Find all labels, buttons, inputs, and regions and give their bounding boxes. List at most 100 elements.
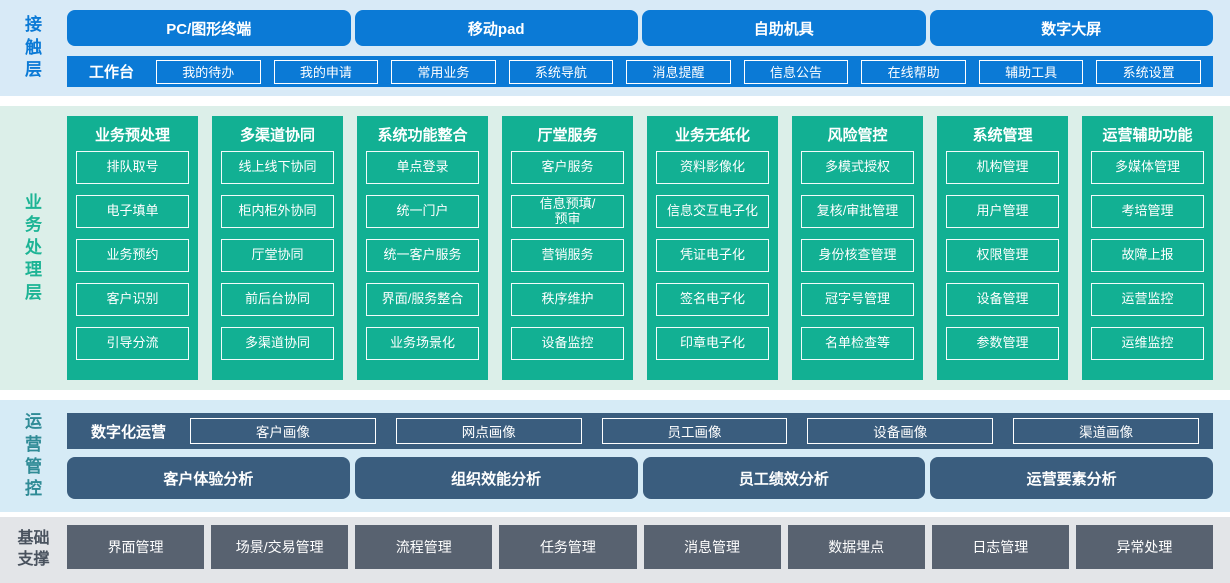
business-module: 印章电子化 xyxy=(656,327,769,360)
business-module: 秩序维护 xyxy=(511,283,624,316)
operations-section: 运营管控 数字化运营 客户画像网点画像员工画像设备画像渠道画像 客户体验分析组织… xyxy=(0,400,1230,512)
business-column-title: 风险管控 xyxy=(827,127,888,144)
digital-operations-label: 数字化运营 xyxy=(91,423,167,441)
business-module: 冠字号管理 xyxy=(801,283,914,316)
business-module: 签名电子化 xyxy=(656,283,769,316)
business-module: 柜内柜外协同 xyxy=(221,195,334,228)
business-column: 业务预处理 排队取号电子填单业务预约客户识别引导分流 xyxy=(67,116,198,380)
foundation-item: 界面管理 xyxy=(67,525,205,569)
business-column: 系统管理 机构管理用户管理权限管理设备管理参数管理 xyxy=(937,116,1068,380)
business-column-items: 单点登录统一门户统一客户服务界面/服务整合业务场景化 xyxy=(366,151,479,370)
workbench-item: 在线帮助 xyxy=(861,59,966,84)
business-module: 多渠道协同 xyxy=(221,327,334,360)
business-column-items: 线上线下协同柜内柜外协同厅堂协同前后台协同多渠道协同 xyxy=(221,151,334,370)
business-column: 多渠道协同 线上线下协同柜内柜外协同厅堂协同前后台协同多渠道协同 xyxy=(212,116,343,380)
business-module: 线上线下协同 xyxy=(221,151,334,184)
business-column-items: 多媒体管理考培管理故障上报运营监控运维监控 xyxy=(1091,151,1204,370)
contact-layer-sidebar: 接触层 xyxy=(0,0,67,96)
business-layer-section: 业务处理层 业务预处理 排队取号电子填单业务预约客户识别引导分流 多渠道协同 线… xyxy=(0,106,1230,390)
analysis-item: 运营要素分析 xyxy=(930,457,1213,499)
business-columns: 业务预处理 排队取号电子填单业务预约客户识别引导分流 多渠道协同 线上线下协同柜… xyxy=(67,106,1230,390)
analysis-item: 员工绩效分析 xyxy=(642,457,926,499)
business-module: 引导分流 xyxy=(76,327,189,360)
business-module: 统一客户服务 xyxy=(366,239,479,272)
business-column-items: 资料影像化信息交互电子化凭证电子化签名电子化印章电子化 xyxy=(656,151,769,370)
section-divider xyxy=(0,96,1230,106)
business-layer-sidebar: 业务处理层 xyxy=(0,106,67,390)
business-column-items: 机构管理用户管理权限管理设备管理参数管理 xyxy=(946,151,1059,370)
digital-operations-item: 设备画像 xyxy=(807,418,994,444)
business-module: 机构管理 xyxy=(946,151,1059,184)
workbench-item: 辅助工具 xyxy=(978,59,1084,84)
digital-operations-items: 客户画像网点画像员工画像设备画像渠道画像 xyxy=(190,418,1199,444)
foundation-item: 异常处理 xyxy=(1075,525,1213,569)
business-module: 信息交互电子化 xyxy=(656,195,769,228)
business-module: 参数管理 xyxy=(946,327,1059,360)
business-module: 界面/服务整合 xyxy=(366,283,479,316)
workbench-item: 我的申请 xyxy=(273,59,379,84)
workbench-item: 系统设置 xyxy=(1096,59,1201,84)
business-module: 凭证电子化 xyxy=(656,239,769,272)
business-module: 前后台协同 xyxy=(221,283,334,316)
business-module: 客户服务 xyxy=(511,151,624,184)
business-column-items: 客户服务信息预填/ 预审营销服务秩序维护设备监控 xyxy=(511,151,624,370)
terminal-button: PC/图形终端 xyxy=(67,10,351,46)
terminal-button: 自助机具 xyxy=(642,10,926,46)
digital-operations-item: 渠道画像 xyxy=(1013,418,1199,444)
business-module: 业务场景化 xyxy=(366,327,479,360)
workbench-bar: 工作台 我的待办我的申请常用业务系统导航消息提醒信息公告在线帮助辅助工具系统设置 xyxy=(67,56,1213,87)
business-column-title: 系统管理 xyxy=(972,127,1033,144)
business-column-items: 排队取号电子填单业务预约客户识别引导分流 xyxy=(76,151,189,370)
foundation-item: 日志管理 xyxy=(931,525,1069,569)
business-module: 权限管理 xyxy=(946,239,1059,272)
business-column-title: 业务预处理 xyxy=(94,127,170,144)
business-column: 系统功能整合 单点登录统一门户统一客户服务界面/服务整合业务场景化 xyxy=(357,116,488,380)
digital-operations-item: 网点画像 xyxy=(395,418,582,444)
workbench-items: 我的待办我的申请常用业务系统导航消息提醒信息公告在线帮助辅助工具系统设置 xyxy=(156,59,1201,84)
business-module: 客户识别 xyxy=(76,283,189,316)
business-module: 业务预约 xyxy=(76,239,189,272)
foundation-item: 场景/交易管理 xyxy=(211,525,349,569)
business-module: 身份核查管理 xyxy=(801,239,914,272)
business-module: 设备监控 xyxy=(511,327,624,360)
digital-operations-bar: 数字化运营 客户画像网点画像员工画像设备画像渠道画像 xyxy=(67,413,1213,449)
foundation-item: 数据埋点 xyxy=(787,525,925,569)
business-module: 运维监控 xyxy=(1091,327,1204,360)
foundation-items: 界面管理场景/交易管理流程管理任务管理消息管理数据埋点日志管理异常处理 xyxy=(67,517,1230,583)
workbench-item: 我的待办 xyxy=(156,59,261,84)
business-column-title: 系统功能整合 xyxy=(377,127,468,144)
business-module: 考培管理 xyxy=(1091,195,1204,228)
digital-operations-item: 客户画像 xyxy=(190,418,376,444)
business-column-title: 多渠道协同 xyxy=(239,127,315,144)
business-module: 运营监控 xyxy=(1091,283,1204,316)
business-module: 统一门户 xyxy=(366,195,479,228)
business-module: 多模式授权 xyxy=(801,151,914,184)
business-module: 设备管理 xyxy=(946,283,1059,316)
operations-content: 数字化运营 客户画像网点画像员工画像设备画像渠道画像 客户体验分析组织效能分析员… xyxy=(67,400,1230,512)
business-column: 风险管控 多模式授权复核/审批管理身份核查管理冠字号管理名单检查等 xyxy=(792,116,923,380)
business-module: 营销服务 xyxy=(511,239,624,272)
business-column-items: 多模式授权复核/审批管理身份核查管理冠字号管理名单检查等 xyxy=(801,151,914,370)
foundation-item: 任务管理 xyxy=(499,525,637,569)
analysis-item: 客户体验分析 xyxy=(67,457,350,499)
foundation-item: 消息管理 xyxy=(643,525,781,569)
business-module: 电子填单 xyxy=(76,195,189,228)
business-module: 复核/审批管理 xyxy=(801,195,914,228)
business-module: 排队取号 xyxy=(76,151,189,184)
digital-operations-item: 员工画像 xyxy=(601,418,788,444)
foundation-item: 流程管理 xyxy=(355,525,493,569)
business-module: 名单检查等 xyxy=(801,327,914,360)
workbench-label: 工作台 xyxy=(89,64,135,81)
analysis-row: 客户体验分析组织效能分析员工绩效分析运营要素分析 xyxy=(67,457,1213,499)
business-module: 单点登录 xyxy=(366,151,479,184)
workbench-item: 信息公告 xyxy=(743,59,849,84)
business-column-title: 厅堂服务 xyxy=(537,127,598,144)
terminal-button: 移动pad xyxy=(354,10,638,46)
foundation-section: 基础支撑 界面管理场景/交易管理流程管理任务管理消息管理数据埋点日志管理异常处理 xyxy=(0,517,1230,583)
business-column: 运营辅助功能 多媒体管理考培管理故障上报运营监控运维监控 xyxy=(1082,116,1213,380)
workbench-item: 常用业务 xyxy=(391,59,496,84)
workbench-item: 消息提醒 xyxy=(626,59,731,84)
